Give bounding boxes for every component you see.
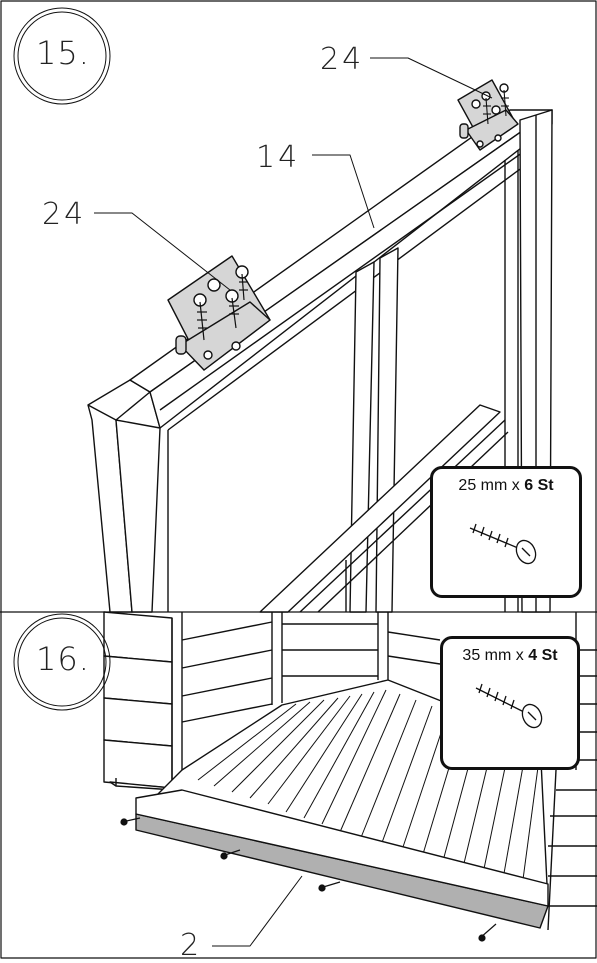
step-number: 15.: [36, 34, 90, 72]
leader-24-right: [370, 57, 493, 99]
frame-post-left-inner: [115, 419, 161, 613]
leader-14: [312, 154, 375, 229]
part-callout-24: 24: [42, 197, 87, 232]
hinge-left: [167, 255, 271, 371]
part-callout-24: 24: [320, 42, 365, 77]
screw-size: 35 mm x: [462, 647, 524, 664]
step-15-drawing: [13, 7, 553, 613]
hinge-right: [457, 79, 519, 151]
hardware-box: 35 mm x 4 St: [440, 636, 580, 770]
left-wall: [103, 611, 183, 791]
leader-24-left: [94, 212, 231, 291]
step-16-circle: [13, 613, 111, 711]
front-board-screws: [120, 817, 497, 942]
screw-size: 25 mm x: [458, 477, 520, 494]
hardware-quantity: 35 mm x 4 St: [443, 647, 577, 665]
screw-count: 6 St: [524, 477, 554, 494]
middle-stile-b: [375, 247, 399, 613]
screw-count: 4 St: [528, 647, 558, 664]
step-15-circle: [13, 7, 111, 105]
part-callout-14: 14: [256, 140, 301, 175]
diagonal-brace: [259, 404, 501, 613]
hardware-quantity: 25 mm x 6 St: [433, 477, 579, 495]
back-wall: [181, 612, 441, 723]
hardware-box: 25 mm x 6 St: [430, 466, 582, 598]
frame-post-left-outer: [87, 404, 133, 613]
middle-stile-a: [349, 261, 375, 613]
leader-2: [212, 875, 303, 947]
step-number: 16.: [36, 640, 90, 678]
part-callout-2: 2: [180, 928, 203, 963]
